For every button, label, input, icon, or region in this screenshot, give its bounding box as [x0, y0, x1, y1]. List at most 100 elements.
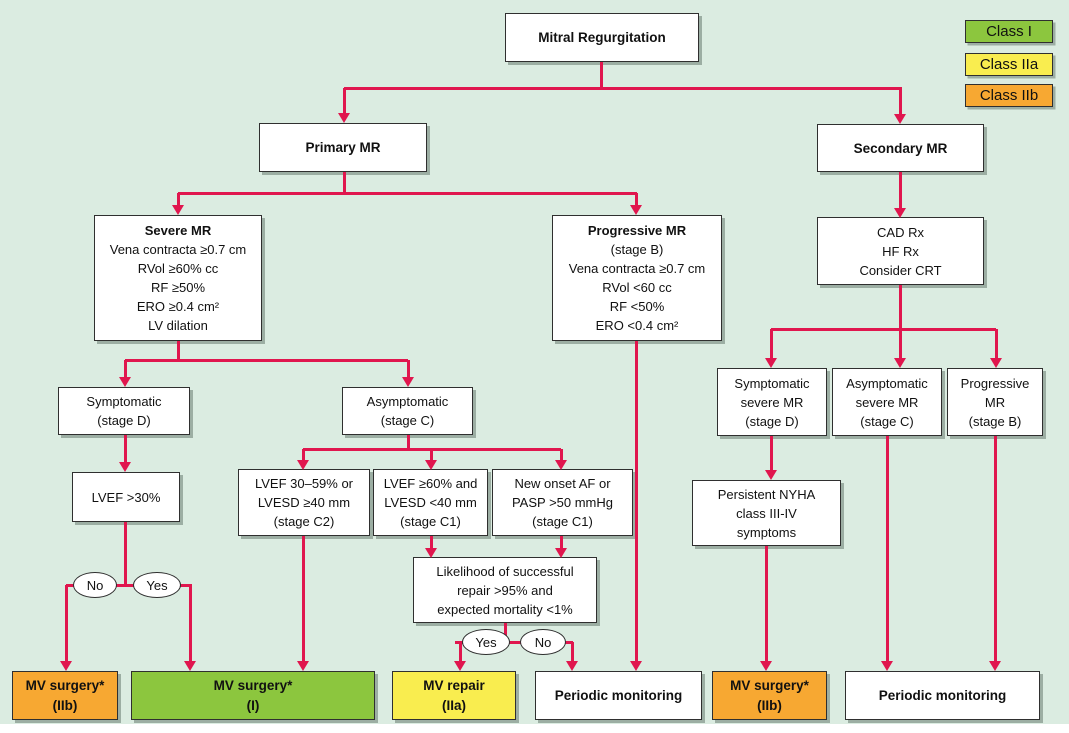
decision-label: Yes: [475, 634, 497, 650]
flow-line: [634, 341, 638, 662]
node-line: Likelihood of successful: [436, 563, 574, 579]
flow-line: [178, 191, 637, 195]
flow-line: [898, 285, 902, 331]
decision-label: No: [534, 634, 552, 650]
decision-label: No: [86, 577, 104, 593]
node-label: Periodic monitoring: [554, 687, 683, 703]
flow-line: [993, 436, 997, 662]
arrowhead-down-icon: [566, 661, 578, 671]
node-line: RVol <60 cc: [602, 280, 672, 295]
arrowhead-down-icon: [425, 460, 437, 470]
node-line: Vena contracta ≥0.7 cm: [109, 242, 247, 257]
decision-no-2: No: [520, 629, 566, 655]
decision-yes-2: Yes: [462, 629, 510, 655]
node-label: MV surgery*: [25, 677, 105, 693]
arrowhead-down-icon: [630, 205, 642, 215]
node-nyha-symptoms: Persistent NYHA class III-IV symptoms: [692, 480, 841, 546]
node-stage-c2: LVEF 30–59% or LVESD ≥40 mm (stage C2): [238, 469, 370, 536]
node-line: (stage C1): [532, 514, 593, 529]
node-line: (stage C): [860, 413, 914, 429]
node-line: CAD Rx: [877, 224, 924, 240]
flow-line: [769, 436, 773, 471]
flow-line: [503, 623, 507, 642]
node-line: LVESD <40 mm: [384, 495, 477, 510]
node-label: Mitral Regurgitation: [538, 30, 666, 45]
node-symptomatic-severe-mr: Symptomatic severe MR (stage D): [717, 368, 827, 436]
flow-line: [344, 86, 902, 90]
arrowhead-down-icon: [297, 661, 309, 671]
flow-line: [599, 62, 603, 90]
flow-line: [123, 522, 127, 586]
arrowhead-down-icon: [172, 205, 184, 215]
node-line: PASP >50 mmHg: [511, 495, 614, 510]
arrowhead-down-icon: [425, 548, 437, 558]
node-line: (stage D): [97, 413, 151, 428]
node-secondary-mr: Secondary MR: [817, 124, 984, 172]
node-line: severe MR: [740, 394, 804, 410]
node-label: Progressive MR: [587, 223, 687, 238]
node-line: RVol ≥60% cc: [137, 261, 219, 276]
node-line: class III-IV: [736, 505, 797, 521]
node-line: (stage B): [968, 413, 1022, 429]
legend-class-i: Class I: [965, 20, 1053, 43]
flow-line: [342, 88, 346, 114]
flow-line: [771, 327, 996, 331]
arrowhead-down-icon: [555, 548, 567, 558]
flow-line: [429, 449, 433, 461]
legend-class-iia: Class IIa: [965, 53, 1053, 76]
flow-line: [994, 329, 998, 359]
node-symptomatic-stage-d: Symptomatic (stage D): [58, 387, 190, 435]
node-line: Persistent NYHA: [717, 486, 816, 502]
flow-line: [764, 546, 768, 662]
arrowhead-down-icon: [184, 661, 196, 671]
arrowhead-down-icon: [630, 661, 642, 671]
node-line: RF <50%: [609, 299, 665, 314]
flow-line: [406, 360, 410, 378]
node-asymptomatic-stage-c: Asymptomatic (stage C): [342, 387, 473, 435]
node-line: New onset AF or: [514, 476, 611, 491]
arrowhead-down-icon: [760, 661, 772, 671]
arrowhead-down-icon: [765, 470, 777, 480]
arrowhead-down-icon: [119, 377, 131, 387]
node-periodic-monitoring-right: Periodic monitoring: [845, 671, 1040, 720]
flow-line: [885, 436, 889, 662]
node-line: (stage C2): [273, 514, 335, 529]
node-line: (stage B): [610, 242, 664, 257]
node-periodic-monitoring-mid: Periodic monitoring: [535, 671, 702, 720]
node-cad-rx: CAD Rx HF Rx Consider CRT: [817, 217, 984, 285]
flow-line: [125, 358, 408, 362]
arrowhead-down-icon: [555, 460, 567, 470]
node-severe-mr: Severe MR Vena contracta ≥0.7 cm RVol ≥6…: [94, 215, 262, 341]
node-likelihood-repair: Likelihood of successful repair >95% and…: [413, 557, 597, 623]
node-label: Secondary MR: [853, 140, 948, 156]
node-line: Consider CRT: [859, 262, 942, 278]
flow-line: [559, 536, 563, 549]
arrowhead-down-icon: [297, 460, 309, 470]
node-line: Asymptomatic: [846, 375, 928, 391]
node-line: LVESD ≥40 mm: [257, 495, 351, 510]
node-label: LVEF >30%: [91, 489, 161, 505]
node-line: ERO ≥0.4 cm²: [136, 299, 220, 314]
flow-line: [301, 536, 305, 662]
flow-line: [406, 435, 410, 451]
arrowhead-down-icon: [881, 661, 893, 671]
node-line: (I): [246, 697, 260, 713]
node-label: Severe MR: [144, 223, 212, 238]
arrowhead-down-icon: [765, 358, 777, 368]
node-primary-mr: Primary MR: [259, 123, 427, 172]
node-line: Asymptomatic: [366, 394, 449, 409]
node-label: MV repair: [423, 677, 485, 693]
node-stage-c1-af: New onset AF or PASP >50 mmHg (stage C1): [492, 469, 633, 536]
flow-line: [458, 642, 462, 662]
flow-line: [123, 435, 127, 463]
node-stage-c1-echo: LVEF ≥60% and LVESD <40 mm (stage C1): [373, 469, 488, 536]
arrowhead-down-icon: [60, 661, 72, 671]
node-label: MV surgery*: [730, 677, 809, 693]
flow-line: [188, 585, 192, 662]
node-line: (stage D): [745, 413, 799, 429]
node-line: RF ≥50%: [150, 280, 206, 295]
flow-line: [564, 640, 573, 644]
node-line: Progressive: [960, 375, 1030, 391]
node-line: (IIb): [757, 697, 782, 713]
legend-class-iib: Class IIb: [965, 84, 1053, 107]
